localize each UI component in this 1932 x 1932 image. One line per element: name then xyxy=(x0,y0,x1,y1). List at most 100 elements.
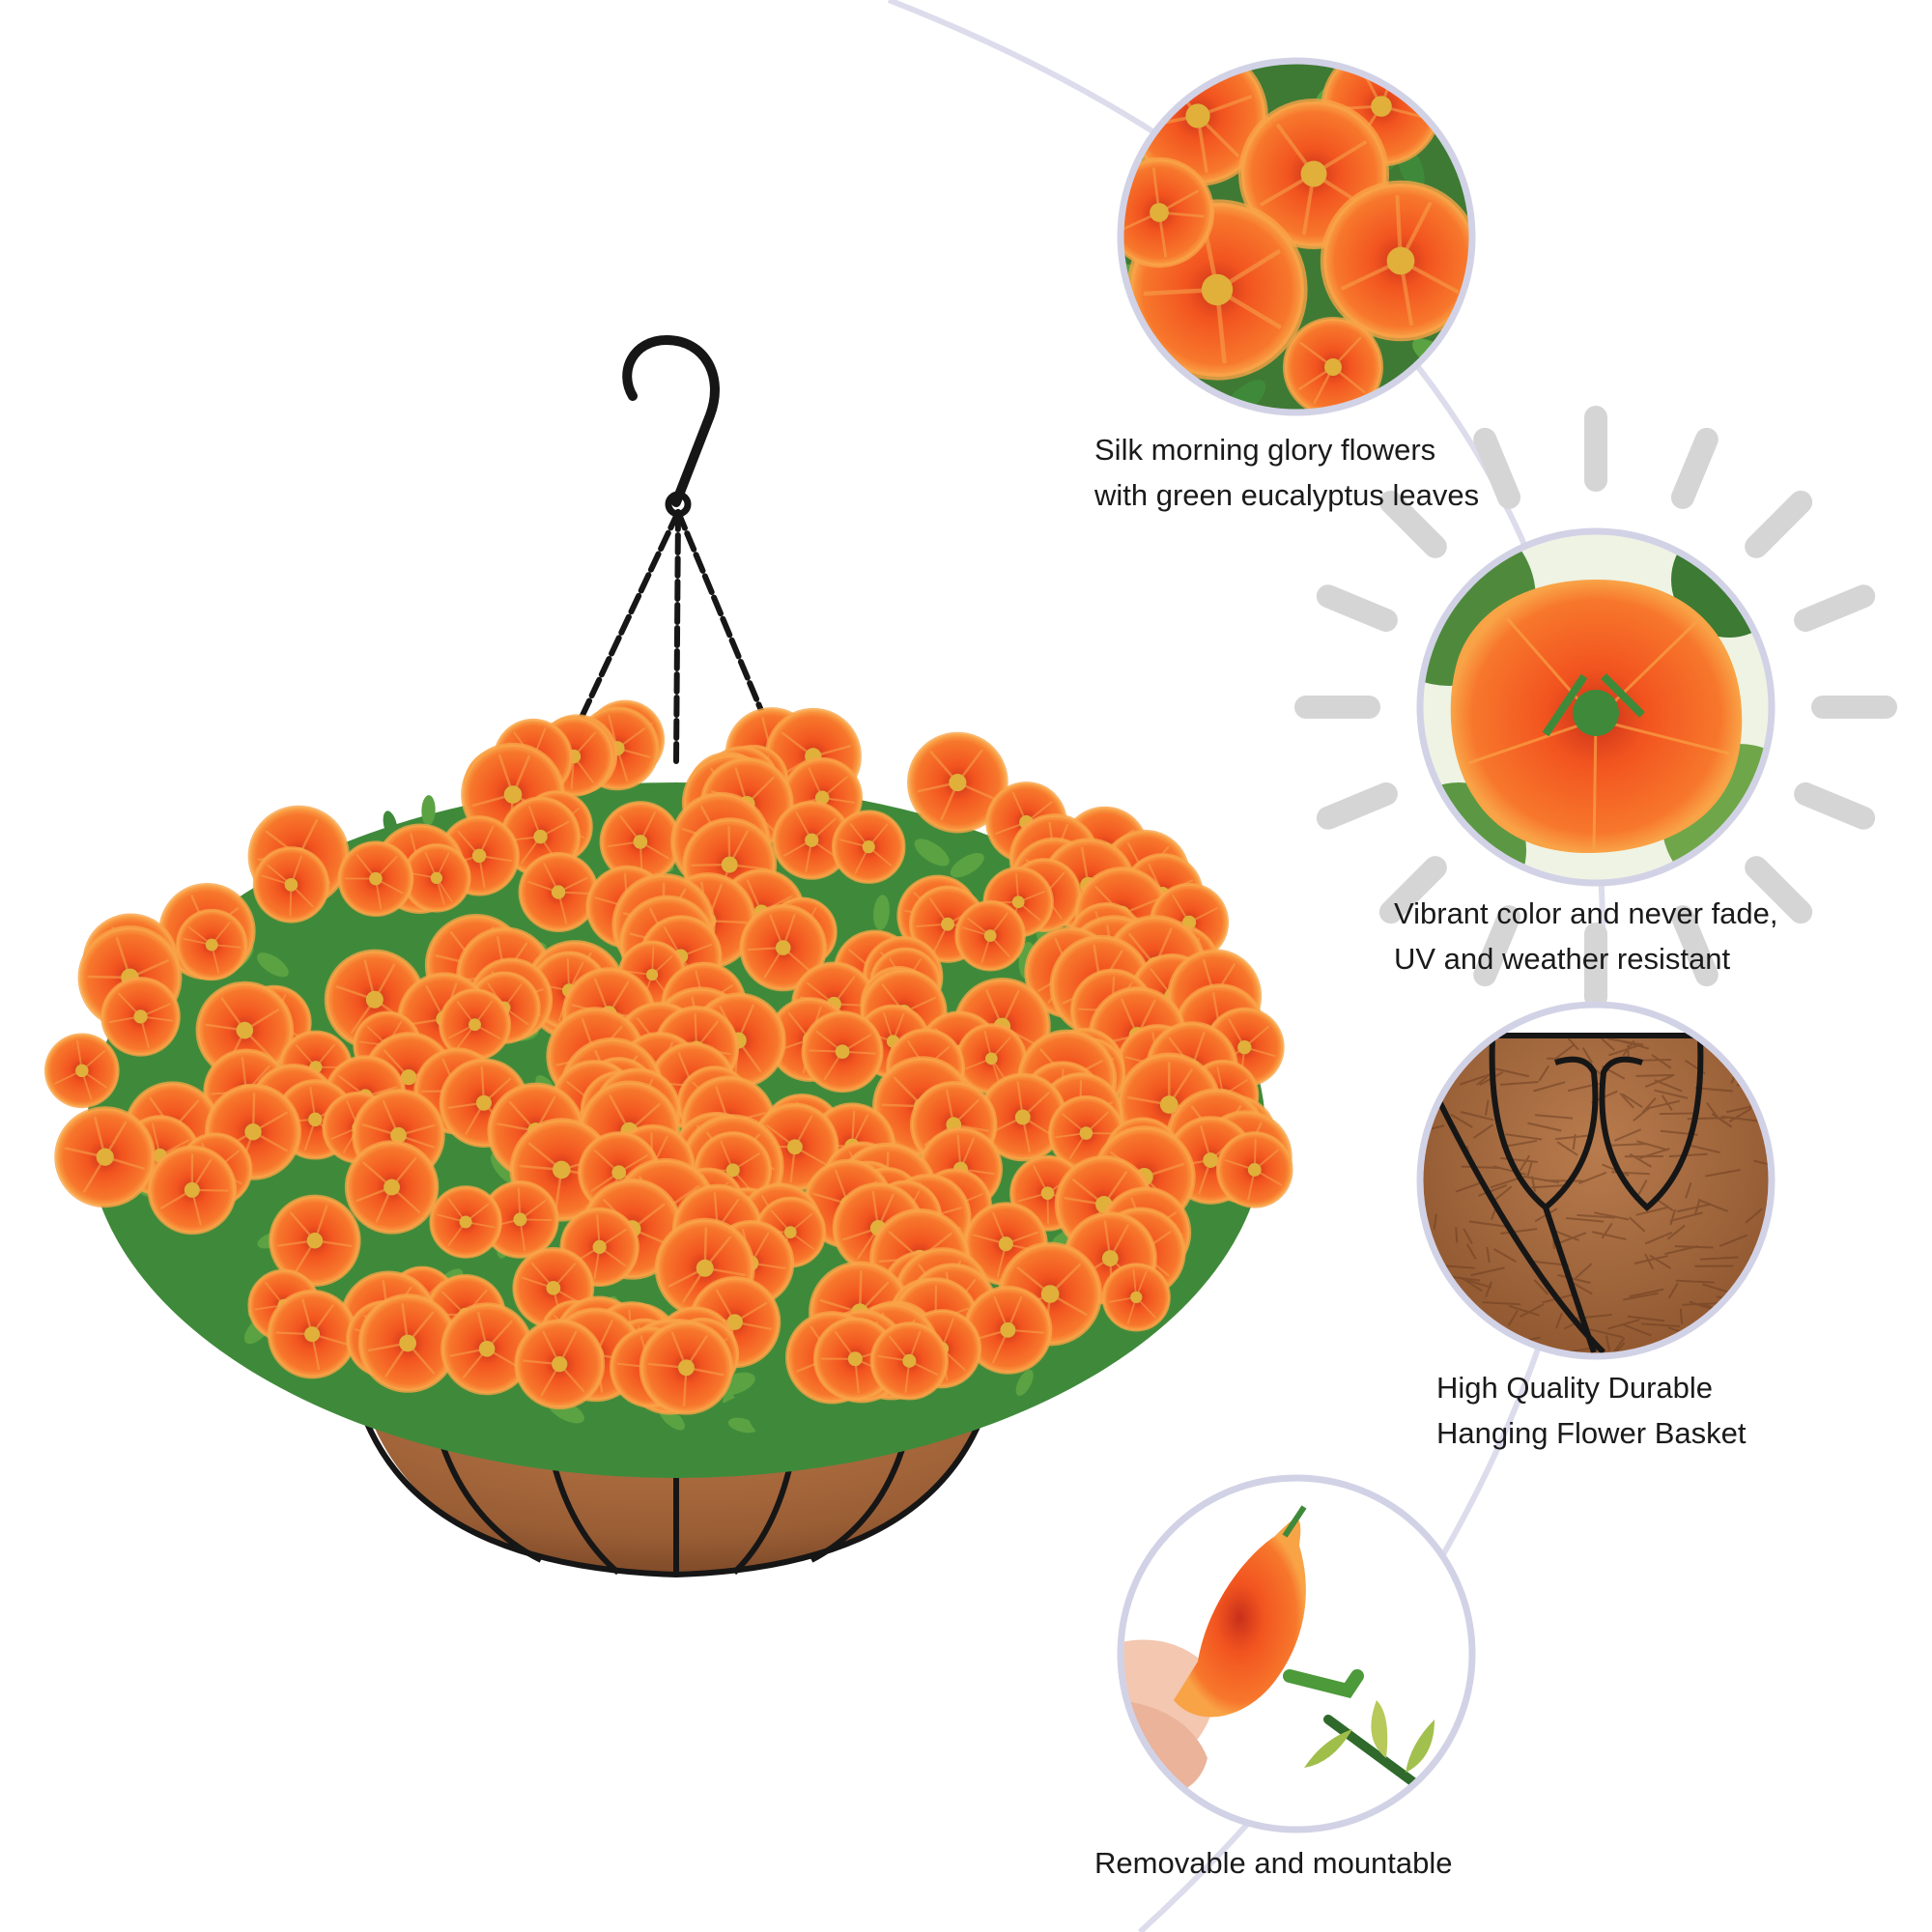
coco-fiber xyxy=(1578,1171,1607,1184)
flower-bloom xyxy=(772,800,852,880)
leaf xyxy=(715,1397,745,1420)
coco-fiber xyxy=(1592,1231,1627,1240)
coco-fiber xyxy=(1507,1310,1519,1326)
hanger-hook-icon xyxy=(553,334,790,776)
coco-fiber xyxy=(1705,1101,1719,1119)
coco-fiber xyxy=(1557,1273,1591,1285)
coco-fiber xyxy=(1676,1203,1712,1213)
flower-bloom xyxy=(1283,317,1383,411)
coco-fiber xyxy=(1711,1113,1733,1128)
leaf xyxy=(914,838,950,867)
coco-fiber xyxy=(1641,1322,1680,1327)
coco-fiber xyxy=(1422,1062,1424,1068)
flower-bloom xyxy=(514,1319,606,1410)
coco-fiber xyxy=(1651,1054,1672,1069)
coco-fiber xyxy=(1520,1303,1545,1318)
coco-fiber xyxy=(1659,1112,1698,1116)
coco-fiber xyxy=(1686,1143,1720,1154)
coco-fiber xyxy=(1500,1228,1538,1235)
coco-fiber xyxy=(1484,1099,1490,1116)
flower-bloom xyxy=(344,1140,440,1235)
coco-fiber xyxy=(1575,1263,1593,1279)
coco-fiber xyxy=(1422,1261,1438,1274)
coco-fiber xyxy=(1435,1030,1474,1034)
coco-fiber xyxy=(1654,1089,1689,1099)
flower-bloom xyxy=(269,1194,361,1287)
coco-fiber xyxy=(1753,1159,1770,1170)
sun-ray xyxy=(1316,781,1398,830)
coco-fiber xyxy=(1500,1080,1539,1086)
coco-fiber xyxy=(1531,1183,1570,1189)
coco-fiber xyxy=(1533,1279,1549,1295)
flower-bloom xyxy=(1101,1263,1171,1332)
leaf xyxy=(950,853,984,878)
flower-bloom xyxy=(54,1106,156,1208)
leaf xyxy=(1015,1369,1034,1396)
coco-fiber xyxy=(1638,1148,1670,1159)
caption-line: Hanging Flower Basket xyxy=(1436,1416,1747,1450)
flower-bloom xyxy=(954,899,1026,972)
coco-fiber xyxy=(1748,1356,1786,1360)
coco-fiber xyxy=(1773,1261,1790,1274)
coco-fiber xyxy=(1608,1044,1639,1057)
coco-fiber xyxy=(1749,1291,1757,1308)
coco-fiber xyxy=(1594,1211,1630,1221)
coco-fiber xyxy=(1745,1208,1763,1224)
coco-fiber xyxy=(1493,1248,1517,1263)
coco-fiber xyxy=(1470,1266,1505,1277)
coco-fiber xyxy=(1721,1337,1748,1351)
sun-icon xyxy=(1294,406,1897,1009)
caption-line: with green eucalyptus leaves xyxy=(1094,478,1480,512)
coco-fiber xyxy=(1699,1199,1728,1212)
flower-mound xyxy=(43,699,1293,1478)
flower-bloom xyxy=(176,908,248,981)
coco-fiber xyxy=(1605,1335,1611,1351)
flower-bloom xyxy=(481,1180,559,1259)
caption-line: UV and weather resistant xyxy=(1394,942,1731,976)
coco-fiber xyxy=(1601,1222,1613,1239)
coco-fiber xyxy=(1675,1279,1715,1284)
coco-fiber xyxy=(1520,1350,1530,1354)
feature-caption-basket: High Quality Durable Hanging Flower Bask… xyxy=(1436,1365,1747,1456)
flower-bloom xyxy=(739,903,827,992)
sun-ray xyxy=(1473,427,1521,509)
hand-holding-flower-image xyxy=(1117,1474,1476,1833)
caption-line: Vibrant color and never fade, xyxy=(1394,896,1778,930)
coco-fiber xyxy=(1635,1073,1675,1077)
sun-ray xyxy=(1670,905,1719,987)
coco-fiber xyxy=(1661,1094,1673,1111)
flower-bloom xyxy=(43,1033,120,1109)
coco-fiber xyxy=(1668,1152,1708,1158)
leaf xyxy=(873,895,890,931)
coco-fiber xyxy=(1508,1304,1540,1317)
coco-fiber xyxy=(1530,1176,1537,1192)
coco-fiber xyxy=(1505,1133,1543,1141)
leaf xyxy=(256,952,289,978)
coco-fiber xyxy=(1422,1287,1423,1296)
coco-fiber xyxy=(1695,1028,1735,1032)
coco-fiber xyxy=(1738,1304,1770,1311)
coco-fiber xyxy=(1622,1039,1635,1057)
coco-fiber xyxy=(1641,1097,1657,1114)
coco-fiber xyxy=(1745,1285,1751,1301)
coco-fiber xyxy=(1422,1339,1444,1349)
leaf xyxy=(421,795,436,826)
sun-ray xyxy=(1378,856,1447,924)
coco-fiber xyxy=(1422,1321,1423,1335)
coco-fiber xyxy=(1685,1182,1692,1199)
coco-fiber xyxy=(1753,1021,1765,1038)
coco-fiber xyxy=(1422,1060,1443,1071)
coco-fiber xyxy=(1623,1323,1652,1337)
coco-fiber xyxy=(1623,1292,1659,1301)
coco-fiber xyxy=(1463,1228,1473,1245)
coco-fiber xyxy=(1492,1165,1526,1176)
feature-caption-flowers: Silk morning glory flowers with green eu… xyxy=(1094,427,1479,518)
coco-fiber xyxy=(1674,1245,1714,1249)
flower-bloom xyxy=(639,1321,734,1415)
caption-line: Removable and mountable xyxy=(1094,1846,1453,1880)
coco-fiber xyxy=(1614,1128,1642,1142)
flower-bloom xyxy=(518,852,599,933)
coco-fiber xyxy=(1450,1113,1473,1128)
coco-fiber xyxy=(1494,1067,1530,1078)
coco-fiber xyxy=(1422,1293,1431,1309)
